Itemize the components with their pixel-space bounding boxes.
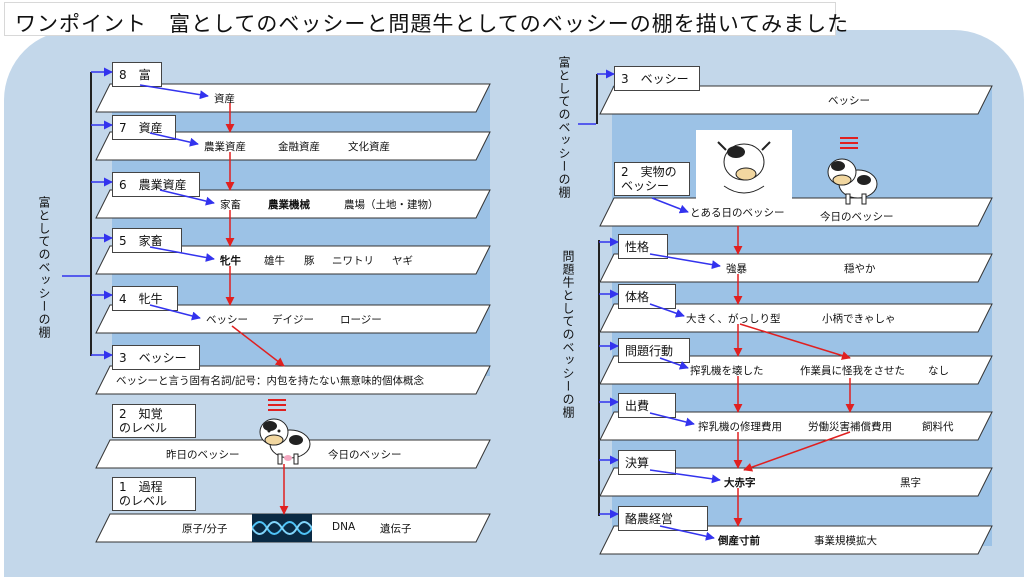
right-bracket-bottom — [598, 240, 600, 516]
left-bracket-line — [90, 72, 92, 356]
word-kogara: 小柄できゃしゃ — [822, 313, 896, 325]
word-nashi: なし — [928, 365, 949, 377]
word-genshi-bunshi: 原子/分子 — [182, 523, 228, 535]
tab-left-2: 2 知覚 のレベル — [112, 404, 196, 438]
word-bessie: ベッシー — [206, 314, 248, 326]
tab-left-1-line1: 1 過程 — [119, 480, 163, 494]
word-niwatori: ニワトリ — [332, 255, 374, 267]
tab-right-taikaku: 体格 — [618, 284, 676, 309]
word-kyo-bessie: 今日のベッシー — [328, 449, 402, 461]
word-buta: 豚 — [304, 255, 315, 267]
word-jigyo-kakudai: 事業規模拡大 — [814, 535, 877, 547]
word-kega: 作業員に怪我をさせた — [800, 365, 905, 377]
tab-right-seikaku: 性格 — [618, 234, 668, 259]
angry-cow-image — [696, 130, 792, 202]
tab-left-7: 7 資産 — [112, 115, 176, 140]
word-daisy: デイジー — [272, 314, 314, 326]
word-r-kyo-bessie: 今日のベッシー — [820, 211, 894, 223]
tab-right-3: 3 ベッシー — [614, 66, 700, 91]
word-nojo: 農場（土地・建物） — [344, 199, 439, 211]
word-yagi: ヤギ — [392, 255, 413, 267]
word-shiryodai: 飼料代 — [922, 421, 954, 433]
tab-left-6: 6 農業資産 — [112, 172, 200, 197]
shelf-right-shuppi: 搾乳機の修理費用 労働災害補償費用 飼料代 — [599, 411, 993, 441]
word-rousai-hiyou: 労働災害補償費用 — [808, 421, 892, 433]
right-bracket-top — [596, 74, 598, 124]
word-rosie: ロージー — [340, 314, 382, 326]
right-side-label-top: 富としてのベッシーの棚 — [557, 56, 571, 199]
shelf-left-3: ベッシーと言う固有名詞/記号：内包を持たない無意味的個体概念 — [95, 365, 491, 395]
word-toaru-bessie: とある日のベッシー — [690, 207, 785, 219]
tab-right-2-line2: ベッシー — [621, 179, 670, 193]
tab-left-3: 3 ベッシー — [112, 345, 200, 370]
word-kuroji: 黒字 — [900, 477, 921, 489]
shelf-right-taikaku: 大きく、がっしり型 小柄できゃしゃ — [599, 303, 993, 333]
tab-left-4: 4 牝牛 — [112, 286, 178, 311]
word-idenshi: 遺伝子 — [380, 523, 412, 535]
word-dna: DNA — [332, 521, 356, 533]
right-side-label-bottom: 問題牛としてのベッシーの棚 — [561, 250, 575, 419]
word-r-bessie: ベッシー — [828, 95, 870, 107]
tab-right-mondai: 問題行動 — [618, 338, 690, 363]
tab-right-kessan: 決算 — [618, 450, 676, 475]
tab-right-shuppi: 出費 — [618, 393, 676, 418]
shelf-right-2: とある日のベッシー 今日のベッシー — [599, 197, 993, 227]
word-kinyu-shisan: 金融資産 — [278, 141, 320, 153]
word-tousan-sunzen: 倒産寸前 — [718, 535, 760, 547]
page-title: ワンポイント 富としてのベッシーと問題牛としてのベッシーの棚を描いてみました — [15, 12, 850, 36]
word-odayaka: 穏やか — [844, 263, 876, 275]
tab-right-rakunou: 酪農経営 — [618, 506, 708, 531]
cow-illustration-right — [818, 134, 880, 210]
dna-image — [251, 514, 313, 542]
tab-left-8: 8 富 — [112, 62, 162, 87]
tab-right-2: 2 実物の ベッシー — [614, 162, 690, 196]
shelf-right-3: ベッシー — [599, 85, 993, 115]
word-ooakaji: 大赤字 — [724, 477, 756, 489]
tab-left-5: 5 家畜 — [112, 228, 182, 253]
word-nogyo-shisan: 農業資産 — [204, 141, 246, 153]
word-bunka-shisan: 文化資産 — [348, 141, 390, 153]
tab-left-1-line2: のレベル — [119, 494, 168, 508]
word-sakunyuki-kowashita: 搾乳機を壊した — [690, 365, 764, 377]
shelf-right-mondai: 搾乳機を壊した 作業員に怪我をさせた なし — [599, 355, 993, 385]
word-bessie-concept: ベッシーと言う固有名詞/記号：内包を持たない無意味的個体概念 — [116, 375, 425, 387]
tab-left-1: 1 過程 のレベル — [112, 477, 196, 511]
word-shiryo: 資産 — [214, 93, 235, 105]
word-kyobo: 強暴 — [726, 263, 747, 275]
title-box: ワンポイント 富としてのベッシーと問題牛としてのベッシーの棚を描いてみました — [4, 2, 848, 36]
word-meushi: 牝牛 — [220, 255, 241, 267]
shelf-left-8: 資産 — [95, 83, 491, 113]
tab-right-2-line1: 2 実物の — [621, 165, 677, 179]
tab-left-2-line2: のレベル — [119, 421, 168, 435]
word-kino-bessie: 昨日のベッシー — [166, 449, 240, 461]
word-shuuri-hiyou: 搾乳機の修理費用 — [698, 421, 782, 433]
cow-illustration-left — [252, 396, 314, 470]
word-ookiku: 大きく、がっしり型 — [686, 313, 781, 325]
word-kachiku: 家畜 — [220, 199, 241, 211]
word-oushi: 雄牛 — [264, 255, 285, 267]
tab-left-2-line1: 2 知覚 — [119, 407, 163, 421]
word-nogyo-kikai: 農業機械 — [268, 199, 310, 211]
left-side-label: 富としてのベッシーの棚 — [37, 196, 51, 339]
